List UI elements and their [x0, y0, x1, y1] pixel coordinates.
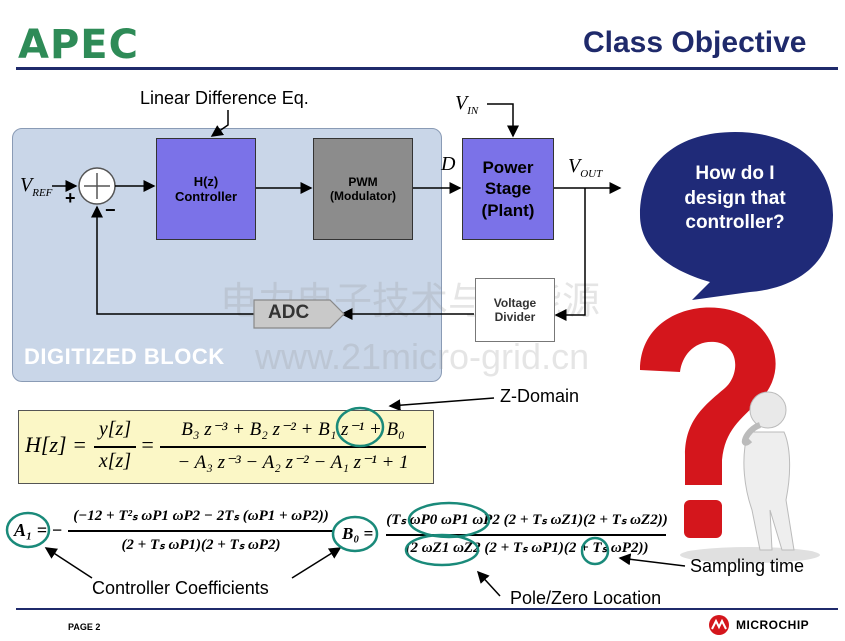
vout-symbol: V	[568, 155, 581, 177]
page-title: Class Objective	[583, 26, 807, 59]
hz-main-bar	[160, 446, 426, 448]
b0-bar	[386, 534, 666, 536]
watermark-url: www.21micro-grid.cn	[255, 336, 590, 377]
a1-numerator: (−12 + T²ₛ ωP1 ωP2 − 2Tₛ (ωP1 + ωP2))	[73, 508, 329, 524]
question-mark-figure	[640, 307, 820, 563]
vref-label: VREF	[20, 174, 52, 199]
bubble-text: How do I design that controller?	[684, 163, 786, 234]
hz-equals: =	[140, 432, 155, 457]
microchip-logo-icon	[709, 615, 729, 635]
controller-coefficients-label: Controller Coefficients	[92, 578, 269, 598]
a1-bar	[68, 530, 334, 532]
microchip-brand: MICROCHIP	[736, 618, 810, 632]
vref-symbol: V	[20, 174, 33, 196]
vin-subscript: IN	[467, 105, 479, 117]
hz-frac-bar	[94, 446, 136, 448]
vout-subscript: OUT	[580, 168, 603, 180]
vref-subscript: REF	[32, 187, 53, 199]
header-rule	[16, 67, 838, 70]
hz-frac-den: x[z]	[98, 450, 132, 472]
vin-symbol: V	[455, 92, 468, 114]
a1-denominator: (2 + Tₛ ωP1)(2 + Tₛ ωP2)	[121, 537, 281, 553]
speech-bubble	[640, 132, 833, 300]
plant-block: Power Stage (Plant)	[462, 138, 554, 240]
hz-numerator: B₃ z⁻³ + B₂ z⁻² + B₁ z⁻¹ + B₀	[181, 419, 405, 440]
hz-denominator: − A₃ z⁻³ − A₂ z⁻² − A₁ z⁻¹ + 1	[177, 452, 409, 473]
summer-minus: −	[105, 200, 116, 220]
b0-highlight	[331, 515, 379, 553]
digitized-block-label: DIGITIZED BLOCK	[24, 344, 225, 369]
summer-plus: +	[65, 188, 76, 208]
apec-logo: APEC	[18, 22, 139, 68]
sampling-time-label: Sampling time	[690, 556, 805, 576]
duty-label: D	[441, 153, 456, 175]
z-domain-highlight	[335, 406, 385, 448]
b0-numerator: (Tₛ ωP0 ωP1 ωP2 (2 + Tₛ ωZ1)(2 + Tₛ ωZ2)…	[386, 512, 668, 528]
hz-lhs: H[z] =	[25, 432, 87, 457]
page-number: PAGE 2	[68, 622, 101, 632]
controller-block: H(z) Controller	[156, 138, 256, 240]
z-domain-label: Z-Domain	[500, 386, 580, 406]
linear-difference-label: Linear Difference Eq.	[140, 88, 309, 108]
b0-lhs: B₀ =	[342, 524, 374, 543]
a1-lhs: A₁ = −	[14, 520, 63, 540]
pwm-block: PWM (Modulator)	[313, 138, 413, 240]
footer-rule	[16, 608, 838, 610]
hz-frac-num: y[z]	[98, 418, 132, 440]
vin-label: VIN	[455, 92, 478, 117]
adc-label: ADC	[268, 302, 310, 323]
pole-zero-label: Pole/Zero Location	[510, 588, 662, 608]
voltage-divider-block: Voltage Divider	[475, 278, 555, 342]
a1-highlight	[5, 511, 51, 549]
b0-denominator: (2 ωZ1 ωZ2 (2 + Tₛ ωP1)(2 + Tₛ ωP2))	[405, 540, 649, 556]
vout-label: VOUT	[568, 155, 602, 180]
